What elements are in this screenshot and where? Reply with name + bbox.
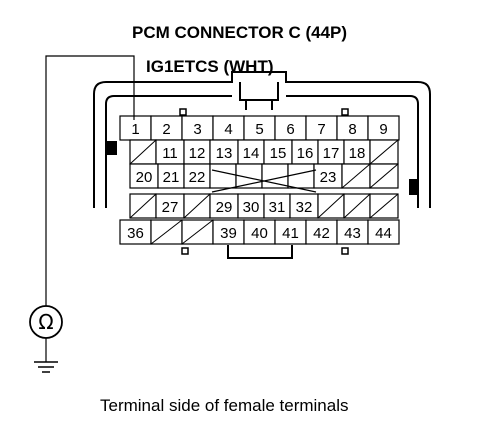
terminal-label-13: 13 bbox=[216, 145, 233, 162]
terminal-label-40: 40 bbox=[251, 225, 268, 242]
terminal-label-21: 21 bbox=[163, 169, 180, 186]
terminal-label-5: 5 bbox=[255, 121, 263, 138]
ohm-symbol: Ω bbox=[38, 310, 53, 334]
terminal-cell bbox=[343, 139, 371, 165]
terminal-cell bbox=[263, 193, 291, 219]
terminal-label-3: 3 bbox=[193, 121, 201, 138]
blank-terminal-slash bbox=[317, 193, 345, 219]
terminal-label-42: 42 bbox=[313, 225, 330, 242]
terminal-label-14: 14 bbox=[243, 145, 260, 162]
terminal-cell bbox=[212, 219, 245, 245]
terminal-cell bbox=[183, 163, 211, 189]
terminal-cell bbox=[261, 163, 289, 189]
terminal-cell bbox=[289, 193, 319, 219]
blank-terminal-slash bbox=[369, 139, 399, 165]
wire-label: IG1ETCS (WHT) bbox=[146, 57, 274, 76]
terminal-cell bbox=[367, 219, 400, 245]
terminal-label-8: 8 bbox=[348, 121, 356, 138]
terminal-cell bbox=[243, 115, 276, 141]
ground-icon bbox=[34, 361, 58, 373]
terminal-cell bbox=[155, 139, 185, 165]
terminal-label-12: 12 bbox=[189, 145, 206, 162]
terminal-label-7: 7 bbox=[317, 121, 325, 138]
terminal-label-39: 39 bbox=[220, 225, 237, 242]
terminal-cell bbox=[367, 115, 400, 141]
terminal-label-29: 29 bbox=[216, 199, 233, 216]
terminal-label-2: 2 bbox=[162, 121, 170, 138]
terminal-cell bbox=[291, 139, 319, 165]
terminal-label-30: 30 bbox=[243, 199, 260, 216]
terminal-label-6: 6 bbox=[286, 121, 294, 138]
blank-terminal-slash bbox=[181, 219, 214, 245]
terminal-cell bbox=[237, 139, 265, 165]
terminal-label-44: 44 bbox=[375, 225, 392, 242]
blank-terminal-block bbox=[211, 169, 317, 193]
terminal-label-20: 20 bbox=[136, 169, 153, 186]
ohmmeter-icon: Ω bbox=[29, 305, 63, 362]
connector-title: PCM CONNECTOR C (44P) bbox=[132, 23, 347, 42]
terminal-label-16: 16 bbox=[297, 145, 314, 162]
terminal-cell bbox=[209, 139, 239, 165]
terminal-label-32: 32 bbox=[296, 199, 313, 216]
connector-housing bbox=[93, 71, 431, 259]
blank-terminal-slash bbox=[129, 193, 157, 219]
terminal-cell bbox=[243, 219, 276, 245]
terminal-cell bbox=[155, 193, 185, 219]
terminal-cell bbox=[209, 163, 237, 189]
terminal-label-43: 43 bbox=[344, 225, 361, 242]
terminal-label-36: 36 bbox=[127, 225, 144, 242]
terminal-label-17: 17 bbox=[323, 145, 340, 162]
terminal-label-9: 9 bbox=[379, 121, 387, 138]
terminal-label-1: 1 bbox=[131, 121, 139, 138]
terminal-label-22: 22 bbox=[189, 169, 206, 186]
terminal-cell bbox=[157, 163, 185, 189]
probe-wire bbox=[45, 55, 135, 306]
terminal-cell bbox=[287, 163, 315, 189]
blank-terminal-slash bbox=[343, 193, 371, 219]
caption: Terminal side of female terminals bbox=[100, 396, 348, 415]
terminal-cell bbox=[274, 219, 307, 245]
terminal-label-31: 31 bbox=[269, 199, 286, 216]
blank-terminal-slash bbox=[183, 193, 211, 219]
terminal-label-27: 27 bbox=[162, 199, 179, 216]
terminal-label-4: 4 bbox=[224, 121, 232, 138]
blank-terminal-slash bbox=[150, 219, 183, 245]
blank-terminal-slash bbox=[129, 139, 157, 165]
terminal-cell bbox=[336, 219, 369, 245]
blank-terminal-slash bbox=[369, 193, 399, 219]
blank-terminal-slash bbox=[369, 163, 399, 189]
blank-terminal-slash bbox=[341, 163, 371, 189]
terminal-label-11: 11 bbox=[162, 145, 178, 162]
terminal-cell bbox=[119, 219, 152, 245]
terminal-label-18: 18 bbox=[349, 145, 366, 162]
terminal-label-41: 41 bbox=[282, 225, 299, 242]
terminal-label-23: 23 bbox=[320, 169, 337, 186]
terminal-cell bbox=[305, 115, 338, 141]
terminal-label-15: 15 bbox=[270, 145, 287, 162]
terminal-cell bbox=[212, 115, 245, 141]
